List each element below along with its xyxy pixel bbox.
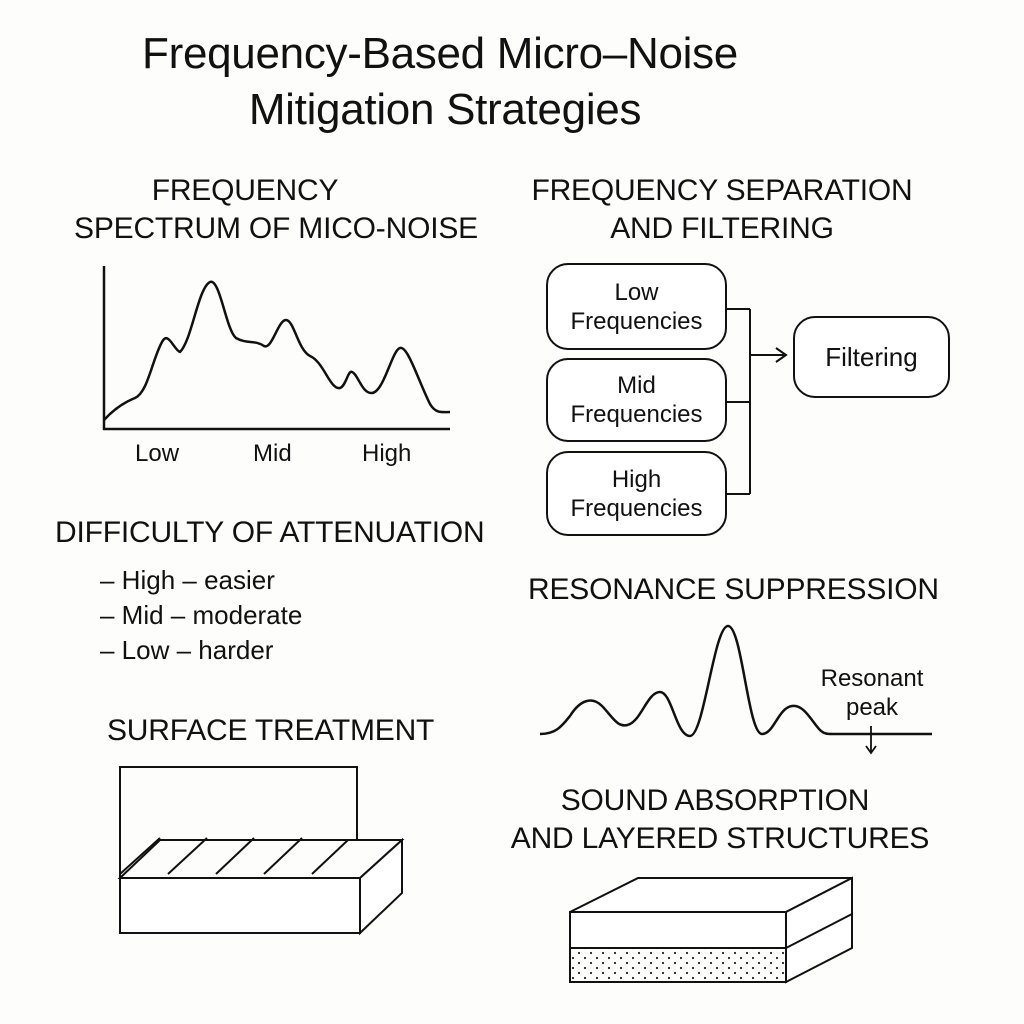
resonant-peak-arrow-head bbox=[865, 745, 877, 755]
difficulty-item-low: – Low – harder bbox=[100, 635, 274, 665]
surface-treatment-illustration bbox=[117, 766, 405, 936]
low-box-line-1: Low bbox=[614, 278, 659, 306]
separation-heading: FREQUENCY SEPARATION AND FILTERING bbox=[512, 172, 932, 248]
layered-structure-illustration bbox=[569, 876, 853, 984]
spectrum-heading-line-1: FREQUENCY bbox=[151, 174, 339, 207]
spectrum-label-mid: Mid bbox=[253, 440, 292, 467]
spectrum-curve bbox=[103, 280, 451, 421]
filtering-box: Filtering bbox=[793, 316, 950, 398]
layer-side-divider bbox=[785, 913, 853, 949]
spectrum-label-high: High bbox=[362, 440, 412, 467]
absorption-heading: SOUND ABSORPTION AND LAYERED STRUCTURES bbox=[500, 782, 940, 858]
surface-panel bbox=[119, 766, 358, 878]
absorption-heading-line-2: AND LAYERED STRUCTURES bbox=[510, 822, 930, 855]
difficulty-list: – High – easier – Mid – moderate – Low –… bbox=[100, 563, 302, 668]
difficulty-heading: DIFFICULTY OF ATTENUATION bbox=[55, 516, 485, 549]
spectrum-heading: FREQUENCY SPECTRUM OF MICO-NOISE bbox=[56, 172, 496, 248]
difficulty-item-mid: – Mid – moderate bbox=[100, 600, 303, 630]
resonance-heading: RESONANCE SUPPRESSION bbox=[528, 573, 939, 606]
resonant-peak-label: Resonant peak bbox=[800, 664, 944, 722]
layer-porous bbox=[569, 947, 787, 983]
surface-hatching bbox=[119, 837, 349, 875]
mid-box-line-2: Frequencies bbox=[570, 401, 703, 428]
mid-frequencies-box: Mid Frequencies bbox=[546, 358, 727, 442]
surface-slab-side bbox=[359, 837, 403, 936]
resonant-peak-label-line-1: Resonant bbox=[820, 665, 924, 692]
resonance-wave bbox=[539, 624, 932, 738]
mid-box-line-1: Mid bbox=[617, 372, 656, 399]
title-line-1: Frequency-Based Micro–Noise bbox=[142, 29, 738, 78]
spectrum-label-low: Low bbox=[135, 440, 180, 467]
difficulty-item-high: – High – easier bbox=[100, 565, 275, 595]
high-box-line-2: Frequencies bbox=[570, 494, 703, 522]
spectrum-axes bbox=[102, 266, 450, 431]
high-frequencies-box: High Frequencies bbox=[546, 451, 727, 536]
low-box-line-2: Frequencies bbox=[570, 307, 703, 335]
separation-heading-line-2: AND FILTERING bbox=[610, 212, 834, 245]
page-title: Frequency-Based Micro–Noise Mitigation S… bbox=[40, 26, 840, 138]
high-box-line-1: High bbox=[611, 465, 662, 493]
resonant-peak-label-line-2: peak bbox=[845, 694, 899, 721]
layer-upper bbox=[569, 911, 787, 949]
absorption-heading-line-1: SOUND ABSORPTION bbox=[560, 784, 870, 817]
title-line-2: Mitigation Strategies bbox=[248, 85, 642, 134]
filtering-box-label: Filtering bbox=[825, 341, 918, 372]
connector-arrow-head bbox=[775, 347, 788, 363]
surface-slab-front bbox=[119, 877, 361, 934]
surface-heading: SURFACE TREATMENT bbox=[107, 714, 435, 747]
surface-slab-top bbox=[117, 839, 405, 879]
separation-connector bbox=[727, 308, 788, 495]
separation-heading-line-1: FREQUENCY SEPARATION bbox=[531, 174, 913, 207]
low-frequencies-box: Low Frequencies bbox=[546, 263, 727, 350]
spectrum-heading-line-2: SPECTRUM OF MICO-NOISE bbox=[74, 212, 478, 245]
